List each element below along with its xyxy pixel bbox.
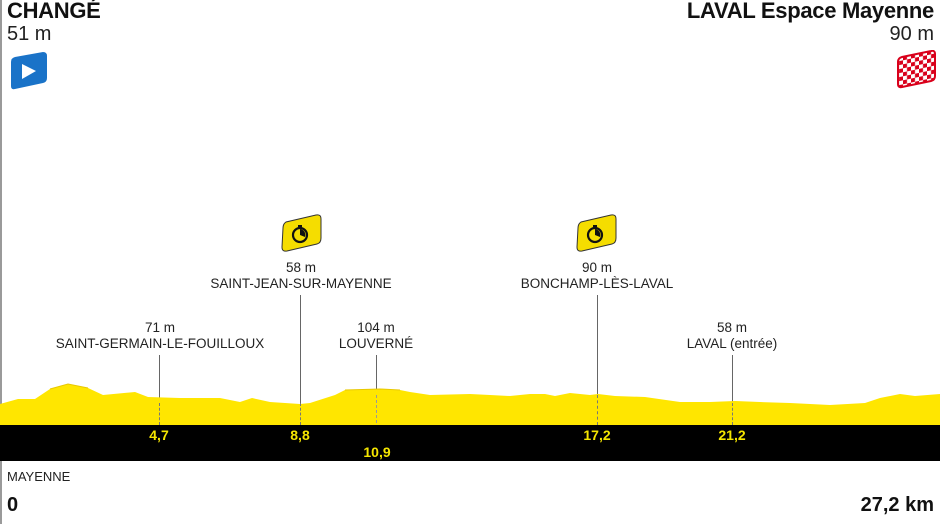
start-town-name: CHANGÉ xyxy=(7,0,101,23)
waypoint-label: 58 m SAINT-JEAN-SUR-MAYENNE xyxy=(210,260,391,292)
left-border xyxy=(0,0,2,524)
finish-town-name: LAVAL Espace Mayenne xyxy=(686,0,934,23)
waypoint-altitude: 58 m xyxy=(716,320,748,335)
waypoint-name: BONCHAMP-LÈS-LAVAL xyxy=(520,276,674,291)
km-marker: 10,9 xyxy=(363,444,391,460)
waypoint-label: 58 m LAVAL (entrée) xyxy=(687,320,778,352)
leader-line xyxy=(376,355,377,395)
waypoint-label: 71 m SAINT-GERMAIN-LE-FOUILLOUX xyxy=(56,320,265,352)
start-flag-icon xyxy=(11,52,47,90)
km-marker: 17,2 xyxy=(583,427,611,443)
km-marker: 8,8 xyxy=(290,427,310,443)
leader-line xyxy=(732,355,733,403)
stopwatch-timecheck-icon xyxy=(576,214,617,252)
waypoint-altitude: 71 m xyxy=(144,320,176,335)
waypoint-name: LOUVERNÉ xyxy=(338,336,414,351)
km-band xyxy=(0,425,940,461)
dashed-marker-line xyxy=(732,403,733,425)
distance-end: 27,2 km xyxy=(860,494,934,516)
waypoint-name: SAINT-GERMAIN-LE-FOUILLOUX xyxy=(55,336,265,351)
waypoint-altitude: 90 m xyxy=(581,260,613,275)
checkered-flag-icon xyxy=(897,50,936,89)
dashed-marker-line xyxy=(597,395,598,425)
waypoint-name: SAINT-JEAN-SUR-MAYENNE xyxy=(210,276,392,291)
waypoint-label: 90 m BONCHAMP-LÈS-LAVAL xyxy=(521,260,674,292)
km-marker: 21,2 xyxy=(718,427,746,443)
dashed-marker-line xyxy=(159,403,160,425)
finish-altitude: 90 m xyxy=(889,23,934,45)
distance-start: 0 xyxy=(7,494,19,516)
elevation-profile xyxy=(0,383,940,426)
waypoint-altitude: 104 m xyxy=(357,320,395,335)
waypoint-altitude: 58 m xyxy=(285,260,316,275)
leader-line xyxy=(159,355,160,403)
stopwatch-timecheck-icon xyxy=(281,214,322,252)
start-altitude: 51 m xyxy=(7,23,52,45)
region-label: MAYENNE xyxy=(7,469,71,484)
km-marker: 4,7 xyxy=(149,427,169,443)
leader-line xyxy=(597,295,598,395)
dashed-marker-line xyxy=(376,395,377,443)
dashed-marker-line xyxy=(300,403,301,425)
waypoint-name: LAVAL (entrée) xyxy=(686,336,778,351)
leader-line xyxy=(300,295,301,403)
waypoint-label: 104 m LOUVERNÉ xyxy=(339,320,413,352)
